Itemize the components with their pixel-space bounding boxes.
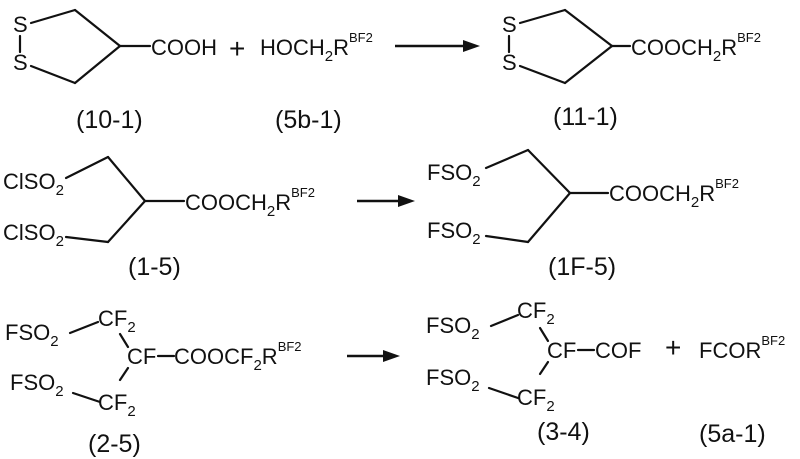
bond xyxy=(538,326,550,343)
plus-sign: + xyxy=(665,332,681,363)
chlorosulfonyl-group-bottom: ClSO2 xyxy=(3,220,64,250)
fluoroformate-formula: FCORBF2 xyxy=(699,333,785,363)
sulfur-atom-bottom: S xyxy=(13,50,28,75)
ester-formula: COOCH2RBF2 xyxy=(631,30,761,65)
bond xyxy=(68,320,100,335)
plus-sign: + xyxy=(229,33,245,64)
bond xyxy=(106,199,147,244)
bond xyxy=(29,8,77,25)
compound-label-5a-1: (5a-1) xyxy=(699,420,766,448)
compound-1F-5: FSO2 FSO2 COOCH2RBF2 (1F-5) xyxy=(427,148,739,281)
difluoromethylene-bottom: CF2 xyxy=(98,390,136,420)
bond xyxy=(487,386,520,400)
difluoromethylene-top: CF2 xyxy=(98,306,136,336)
compound-3-4: FSO2 CF2 CF COF FSO2 CF2 (3-4) xyxy=(426,298,641,446)
fluorosulfonyl-group-top: FSO2 xyxy=(426,313,480,343)
bond xyxy=(489,313,520,328)
ester-formula: COOCH2RBF2 xyxy=(185,185,315,220)
alcohol-formula: HOCH2RBF2 xyxy=(260,30,373,65)
bond xyxy=(484,148,530,170)
bond xyxy=(64,155,110,180)
ester-formula: COOCH2RBF2 xyxy=(609,176,739,211)
fluorosulfonyl-group-bottom: FSO2 xyxy=(426,365,480,395)
bond xyxy=(73,44,122,85)
compound-label-3-4: (3-4) xyxy=(537,418,590,446)
bond xyxy=(526,148,572,195)
compound-label-10-1: (10-1) xyxy=(76,106,143,134)
bond xyxy=(29,64,77,85)
carboxyl-group: COOH xyxy=(151,35,217,60)
compound-2-5: FSO2 CF2 CF COOCF2RBF2 FSO2 CF2 (2-5) xyxy=(5,306,302,458)
compound-label-1F-5: (1F-5) xyxy=(548,253,616,281)
bond xyxy=(484,234,530,244)
sulfur-atom-bottom: S xyxy=(502,50,517,75)
central-cf: CF xyxy=(547,338,576,363)
compound-1-5: ClSO2 ClSO2 COOCH2RBF2 (1-5) xyxy=(3,155,315,281)
reaction-1: S S COOH (10-1) + HOCH2RBF2 (5b-1) S S xyxy=(13,8,761,134)
bond xyxy=(563,44,614,85)
fluorosulfonyl-group-top: FSO2 xyxy=(427,160,481,190)
bond xyxy=(106,155,147,203)
fluorosulfonyl-group-bottom: FSO2 xyxy=(10,370,64,400)
bond xyxy=(73,8,122,48)
fluorosulfonyl-group-bottom: FSO2 xyxy=(427,218,481,248)
compound-5a-1: FCORBF2 (5a-1) xyxy=(699,333,785,448)
reaction-arrow xyxy=(347,350,400,362)
difluoromethylene-top: CF2 xyxy=(517,298,555,328)
ester-tail: COOCF2RBF2 xyxy=(174,339,302,374)
compound-10-1: S S COOH (10-1) xyxy=(13,8,217,134)
bond xyxy=(526,191,572,244)
acyl-fluoride: COF xyxy=(595,338,641,363)
bond xyxy=(118,366,130,382)
chlorosulfonyl-group-top: ClSO2 xyxy=(3,169,64,199)
compound-label-1-5: (1-5) xyxy=(128,253,181,281)
compound-label-5b-1: (5b-1) xyxy=(275,106,342,134)
compound-11-1: S S COOCH2RBF2 (11-1) xyxy=(502,8,761,131)
central-cf: CF xyxy=(127,344,156,369)
reaction-arrow xyxy=(395,40,480,52)
fluorosulfonyl-group-top: FSO2 xyxy=(5,320,59,350)
bond xyxy=(71,391,102,404)
compound-5b-1: HOCH2RBF2 (5b-1) xyxy=(260,30,373,134)
compound-label-11-1: (11-1) xyxy=(553,103,618,131)
bond xyxy=(64,235,110,244)
bond xyxy=(538,360,550,376)
sulfur-atom-top: S xyxy=(13,12,28,37)
difluoromethylene-bottom: CF2 xyxy=(517,385,555,415)
bond xyxy=(563,8,614,48)
bond xyxy=(518,8,567,25)
reaction-3: FSO2 CF2 CF COOCF2RBF2 FSO2 CF2 (2-5) FS… xyxy=(5,298,785,458)
bond xyxy=(118,332,130,349)
compound-label-2-5: (2-5) xyxy=(88,430,141,458)
reaction-2: ClSO2 ClSO2 COOCH2RBF2 (1-5) FSO2 FSO2 C… xyxy=(3,148,739,281)
reaction-arrow xyxy=(357,195,415,207)
sulfur-atom-top: S xyxy=(502,12,517,37)
bond xyxy=(518,64,567,85)
